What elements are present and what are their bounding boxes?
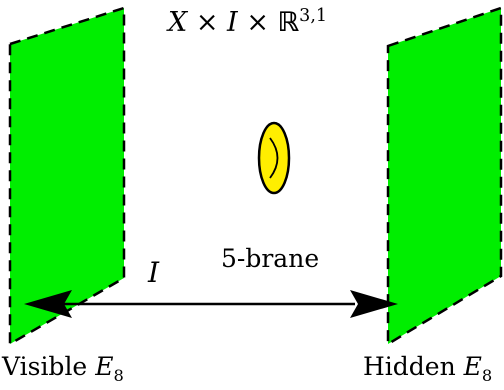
brane-label: 5-brane — [221, 244, 320, 273]
visible-e8-label: Visible E8 — [2, 352, 124, 385]
five-brane — [257, 121, 291, 195]
interval-arrow-right-head — [350, 290, 398, 318]
hidden-e8-wall — [386, 6, 503, 347]
interval-arrow-left-head — [24, 290, 72, 318]
interval-label: I — [148, 256, 160, 289]
five-brane-curve — [269, 137, 279, 179]
hidden-e8-label: Hidden E8 — [363, 352, 493, 385]
space-label: X × I × ℝ3,1 — [168, 6, 328, 38]
visible-e8-wall — [8, 6, 126, 347]
